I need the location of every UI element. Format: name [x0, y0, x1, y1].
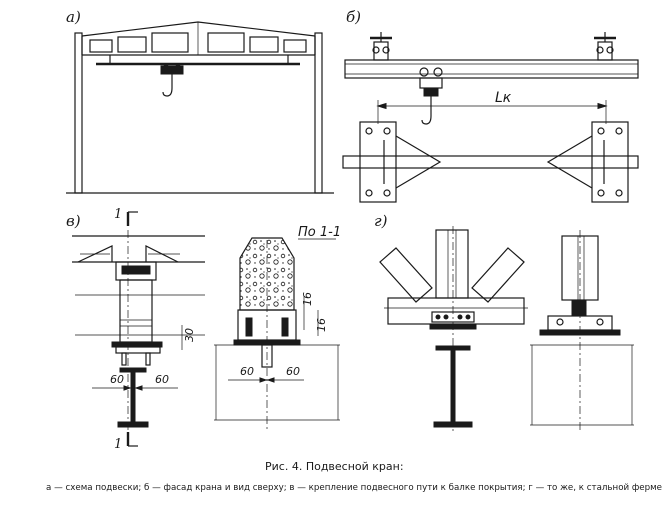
haunch-left [77, 245, 113, 263]
svg-text:60: 60 [155, 373, 169, 386]
truss-post [435, 229, 469, 299]
dim-16-a: 16 [301, 292, 314, 330]
svg-text:1: 1 [114, 437, 122, 452]
dim-60-left: 60 [92, 373, 132, 391]
embedded-plate [121, 265, 151, 275]
base-plate [111, 341, 163, 348]
panel-label-b: б) [346, 8, 361, 26]
figure-legend: а — схема подвески; б — фасад крана и ви… [46, 482, 662, 492]
bridge-beam-facade [344, 59, 639, 79]
dim-16-b: 16 [315, 310, 328, 336]
right-column [314, 32, 323, 194]
figure-title: Рис. 4. Подвесной кран: [265, 460, 404, 473]
section-1-1 [214, 237, 340, 430]
bridge-beam-plan [342, 155, 639, 169]
panel-label-a: а) [66, 8, 81, 26]
left-column [74, 32, 83, 194]
svg-text:16: 16 [315, 318, 328, 332]
plan-view [342, 121, 639, 203]
panel-g-steel-truss-attachment: г) [374, 212, 634, 432]
svg-text:60: 60 [110, 373, 124, 386]
hanger-bracket [119, 279, 153, 343]
svg-text:60: 60 [286, 365, 300, 378]
gusset-bottom-chord [387, 297, 525, 325]
svg-text:1: 1 [114, 207, 122, 222]
span-label: Lк [495, 90, 512, 106]
sec-dim-60-left: 60 [228, 365, 268, 383]
end-carriage-left [370, 32, 392, 61]
hoist-facade [419, 67, 443, 125]
hoist-hook [421, 115, 432, 125]
haunch-right [145, 245, 179, 263]
dim-30: 30 [181, 325, 196, 350]
panel-v-roof-beam-attachment: в) 1 [66, 207, 341, 452]
span-dimension: Lк [376, 90, 608, 124]
svg-text:60: 60 [240, 365, 254, 378]
dim-60-right: 60 [134, 373, 178, 391]
section-mark-top: 1 [114, 207, 138, 226]
end-carriage-right [594, 32, 616, 61]
panel-label-g: г) [374, 212, 388, 230]
end-truck-right-plan [591, 121, 629, 203]
truss-diagonal-right [471, 247, 525, 303]
hoist-trolley [160, 64, 184, 97]
panel-label-v: в) [66, 212, 81, 230]
panel-a-suspension-scheme: а) [66, 8, 334, 194]
crane-hook [162, 87, 173, 97]
end-truck-left-plan [359, 121, 397, 203]
svg-text:16: 16 [301, 292, 314, 306]
section-mark-bottom: 1 [114, 432, 138, 452]
section-label: По 1-1 [298, 225, 341, 240]
roof-truss [81, 21, 316, 56]
sec-dim-60-right: 60 [266, 365, 304, 383]
truss-diagonal-left [379, 247, 433, 303]
svg-text:30: 30 [183, 328, 196, 342]
panel-b-crane-facade-plan: б) [342, 8, 639, 203]
runway-i-beam [117, 367, 149, 428]
